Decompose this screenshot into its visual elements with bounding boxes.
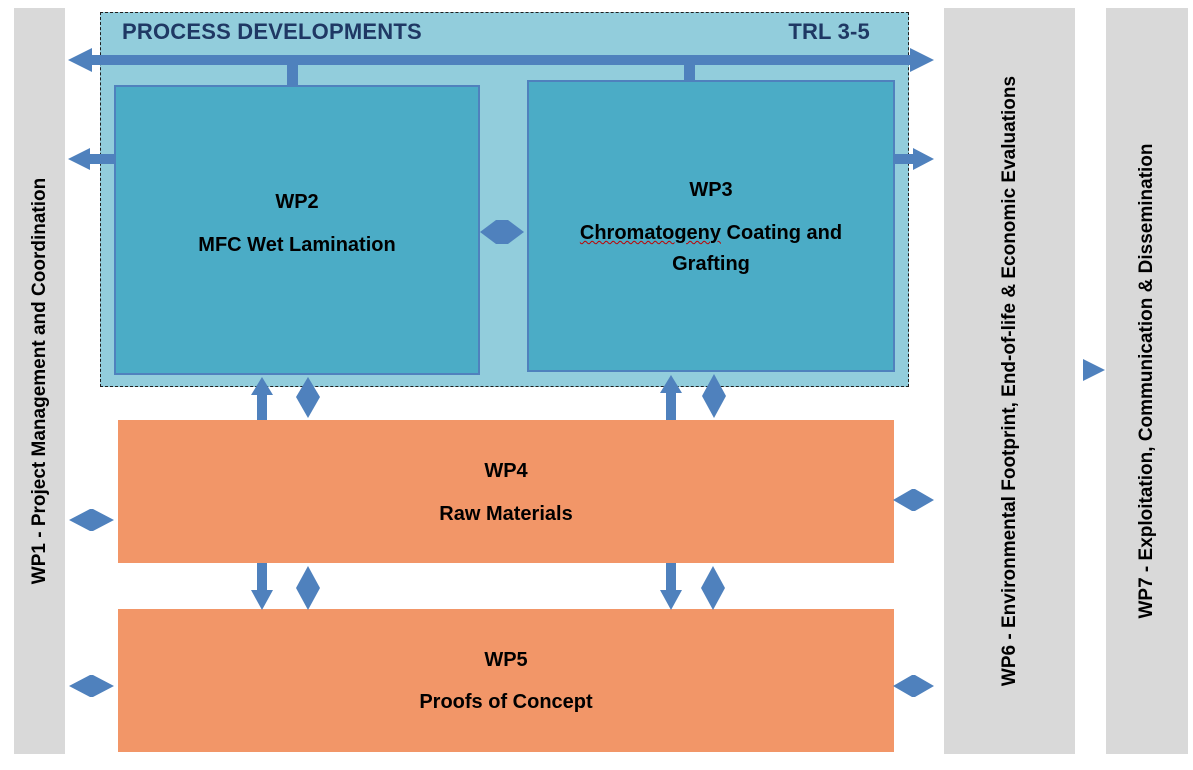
wp4-box: WP4 Raw Materials: [118, 420, 894, 563]
trl-label: TRL 3-5: [788, 19, 870, 44]
top-bus-double-arrow: [68, 48, 934, 72]
wp4-id: WP4: [484, 460, 528, 482]
wp3-name-line2: Grafting: [672, 253, 750, 275]
wp1-bar: WP1 - Project Management and Coordinatio…: [14, 8, 65, 754]
wp5-wp6-diamond-arrow: [893, 675, 934, 697]
wp3-wp4-diamond-arrow: [702, 374, 726, 418]
wp3-bus-connector: [684, 64, 695, 81]
wp2-name: MFC Wet Lamination: [198, 234, 396, 256]
wp3-name-rest: Coating and: [721, 222, 843, 244]
wp4-wp5-right-diamond-arrow: [701, 566, 725, 610]
wp6-bar: WP6 - Environmental Footprint, End-of-li…: [944, 8, 1075, 754]
wp3-box: WP3 Chromatogeny Coating and Grafting: [527, 80, 895, 372]
wp4-name: Raw Materials: [439, 503, 573, 525]
wp2-id: WP2: [275, 191, 319, 213]
wp5-name: Proofs of Concept: [419, 691, 593, 713]
wp2-to-wp1-arrow: [68, 148, 114, 170]
wp7-bar: WP7 - Exploitation, Communication & Diss…: [1106, 8, 1188, 754]
wp4-to-wp3-up-arrow: [660, 375, 682, 420]
wp4-wp6-diamond-arrow: [893, 489, 934, 511]
wp3-id: WP3: [689, 179, 733, 201]
wp3-to-wp6-arrow: [895, 148, 934, 170]
wp2-box: WP2 MFC Wet Lamination: [114, 85, 480, 375]
wp1-wp4-diamond-arrow: [69, 509, 114, 531]
wp5-id: WP5: [484, 649, 528, 671]
wp4-wp5-left-diamond-arrow: [296, 566, 320, 610]
wp2-wp4-diamond-arrow: [296, 377, 320, 418]
wp3-name-line1: Chromatogeny Coating and: [529, 218, 893, 249]
wp4-to-wp5-left-down-arrow: [251, 563, 273, 610]
wp2-bus-connector: [287, 64, 298, 86]
wp5-box: WP5 Proofs of Concept: [118, 609, 894, 752]
wp3-name-first: Chromatogeny: [579, 222, 721, 244]
wp2-wp3-diamond-arrow: [480, 220, 524, 244]
wp4-to-wp5-right-down-arrow: [660, 563, 682, 610]
process-developments-title: PROCESS DEVELOPMENTS: [122, 19, 422, 44]
wp4-to-wp2-up-arrow: [251, 377, 273, 420]
wp6-to-wp7-arrow: [1083, 359, 1105, 381]
wp1-wp5-diamond-arrow: [69, 675, 114, 697]
